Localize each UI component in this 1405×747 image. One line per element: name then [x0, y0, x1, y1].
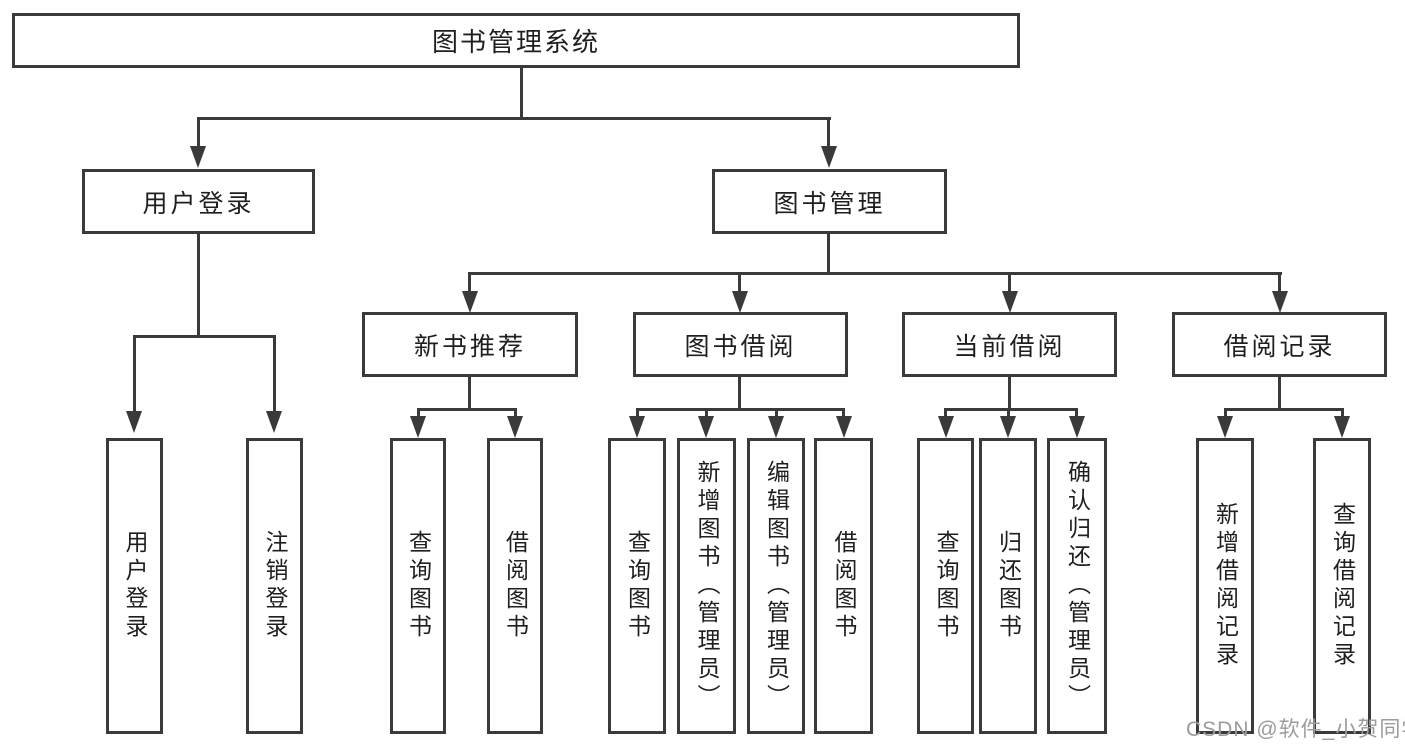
arrowhead — [629, 416, 645, 438]
arrowhead — [1069, 416, 1085, 438]
node-label: 注销登录 — [262, 530, 288, 642]
arrowhead — [1272, 291, 1288, 313]
node-label: 图书管理 — [773, 189, 886, 218]
connector — [636, 408, 639, 418]
arrowhead — [1000, 416, 1016, 438]
arrowhead — [1334, 416, 1350, 438]
arrowhead — [938, 416, 954, 438]
node-label: 新书推荐 — [413, 332, 526, 361]
node-new-book-recommendation: 新书推荐 — [362, 312, 578, 377]
connector — [827, 234, 830, 274]
connector — [944, 408, 1078, 411]
connector — [842, 408, 845, 418]
leaf-logout: 注销登录 — [246, 438, 303, 734]
connector — [197, 234, 200, 337]
arrowhead — [126, 411, 142, 433]
leaf-add-borrow-record: 新增借阅记录 — [1196, 438, 1254, 734]
connector — [827, 117, 830, 147]
connector — [775, 408, 778, 418]
arrowhead — [836, 416, 852, 438]
connector — [1341, 408, 1344, 418]
leaf-add-book-admin: 新增图书（管理员） — [677, 438, 736, 734]
node-label: 查询图书 — [624, 530, 651, 642]
connector — [197, 117, 200, 147]
arrowhead — [462, 291, 478, 313]
node-label: 编辑图书（管理员） — [763, 460, 790, 712]
node-label: 确认归还（管理员） — [1064, 460, 1091, 712]
arrowhead — [507, 416, 523, 438]
node-library-management-system: 图书管理系统 — [12, 13, 1020, 68]
connector — [417, 408, 517, 411]
leaf-confirm-return-admin: 确认归还（管理员） — [1047, 438, 1107, 734]
node-current-borrowing: 当前借阅 — [902, 312, 1117, 377]
connector — [1075, 408, 1078, 418]
connector — [1278, 376, 1281, 410]
node-label: 查询图书 — [933, 530, 959, 642]
connector — [133, 335, 136, 412]
arrowhead — [768, 416, 784, 438]
connector — [1008, 376, 1011, 410]
connector — [514, 408, 517, 418]
node-label: 新增借阅记录 — [1212, 502, 1239, 670]
arrowhead — [1002, 291, 1018, 313]
node-label: 查询图书 — [405, 530, 432, 642]
arrowhead — [266, 411, 282, 433]
connector — [468, 376, 471, 410]
node-label: 用户登录 — [122, 530, 148, 642]
connector — [468, 272, 471, 292]
connector — [944, 408, 947, 418]
connector — [520, 68, 523, 120]
connector — [469, 272, 1282, 275]
node-label: 借阅图书 — [502, 530, 529, 642]
arrowhead — [1217, 416, 1233, 438]
connector — [705, 408, 708, 418]
arrowhead — [410, 416, 426, 438]
leaf-borrow-books-borrowing: 借阅图书 — [814, 438, 873, 734]
connector — [1224, 408, 1227, 418]
node-book-management: 图书管理 — [712, 169, 947, 234]
arrowhead — [190, 146, 206, 168]
node-label: 查询借阅记录 — [1329, 502, 1356, 670]
connector — [738, 376, 741, 410]
arrowhead — [732, 291, 748, 313]
leaf-user-login: 用户登录 — [106, 438, 163, 734]
node-label: 新增图书（管理员） — [694, 460, 720, 712]
connector — [1224, 408, 1343, 411]
node-borrowing-records: 借阅记录 — [1172, 312, 1387, 377]
leaf-query-books-recommend: 查询图书 — [390, 438, 446, 734]
node-label: 归还图书 — [995, 530, 1022, 642]
node-label: 借阅图书 — [831, 530, 857, 642]
connector — [133, 335, 276, 338]
node-label: 图书借阅 — [684, 332, 797, 361]
connector — [1007, 408, 1010, 418]
connector — [636, 408, 845, 411]
connector — [1278, 272, 1281, 292]
leaf-return-book: 归还图书 — [979, 438, 1037, 734]
connector — [738, 272, 741, 292]
node-label: 用户登录 — [142, 189, 255, 218]
leaf-edit-book-admin: 编辑图书（管理员） — [747, 438, 805, 734]
node-label: 借阅记录 — [1223, 332, 1336, 361]
node-user-login: 用户登录 — [82, 169, 315, 234]
connector — [197, 117, 831, 120]
arrowhead — [821, 146, 837, 168]
node-book-borrowing: 图书借阅 — [633, 312, 848, 377]
leaf-query-books-borrowing: 查询图书 — [608, 438, 666, 734]
node-label: 当前借阅 — [953, 332, 1066, 361]
connector — [417, 408, 420, 418]
connector — [1008, 272, 1011, 292]
leaf-query-borrow-record: 查询借阅记录 — [1313, 438, 1371, 734]
arrowhead — [698, 416, 714, 438]
connector — [273, 335, 276, 412]
leaf-borrow-books-recommend: 借阅图书 — [487, 438, 543, 734]
node-label: 图书管理系统 — [431, 27, 600, 57]
csdn-watermark: CSDN @软件_小贺同学 — [1186, 718, 1405, 741]
leaf-query-books-current: 查询图书 — [917, 438, 974, 734]
